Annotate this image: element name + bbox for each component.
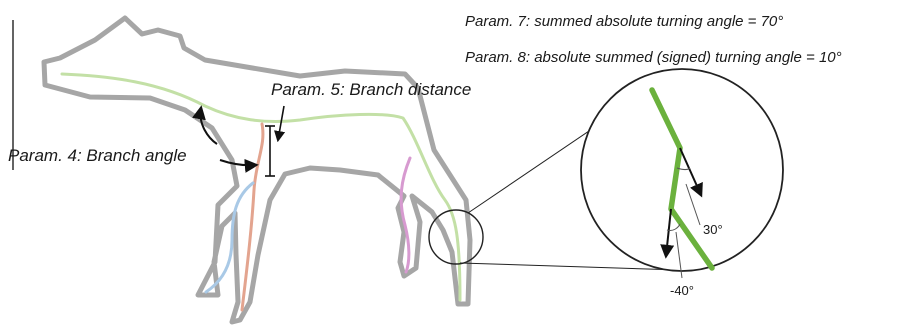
hind-leg-pink-skeleton [399, 156, 412, 274]
angle-minus40-label: -40° [670, 283, 694, 298]
front-leg-blue-skeleton [204, 181, 255, 294]
turning-angle-arrows [660, 147, 703, 259]
angle-arcs [666, 167, 701, 279]
param8-label: Param. 8: absolute summed (signed) turni… [465, 49, 842, 66]
zoom-connector-bottom [459, 262, 681, 271]
param7-label: Param. 7: summed absolute turning angle … [465, 13, 783, 30]
branch-distance-marker [265, 105, 286, 177]
branch-angle-arrows [192, 105, 259, 173]
magnified-skeleton [649, 87, 715, 271]
front-leg-red-skeleton [240, 122, 265, 312]
spine-skeleton [60, 72, 462, 302]
zoom-source-circle [428, 209, 484, 265]
param5-label: Param. 5: Branch distance [271, 80, 471, 99]
angle-30-label: 30° [703, 222, 723, 237]
param4-label: Param. 4: Branch angle [8, 146, 187, 165]
horse-outline [41, 15, 473, 325]
zoom-magnified-circle [580, 68, 784, 272]
